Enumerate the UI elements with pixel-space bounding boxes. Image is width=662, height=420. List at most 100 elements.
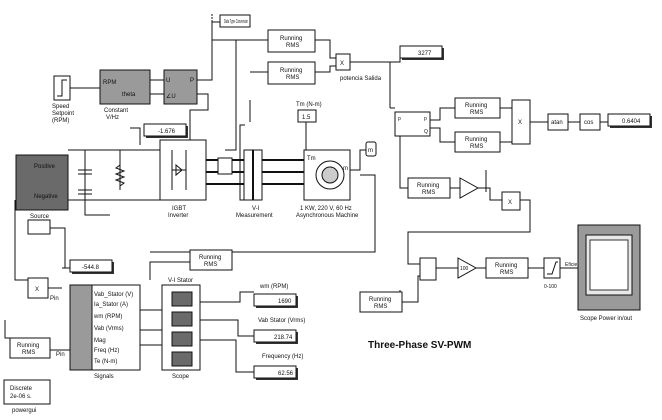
svg-text:Vab_Stator (V): Vab_Stator (V) [94,292,133,298]
gain-100-block[interactable]: 100 [457,257,478,279]
signals-block[interactable]: Vab_Stator (V) Ia_Stator (A) wm (RPM) Va… [69,284,141,380]
svg-text:100: 100 [460,266,469,272]
diagram-title: Three-Phase SV-PWM [368,340,471,351]
display-frequency: 62.56 [253,365,298,380]
data-type-conversion-block[interactable]: Data Type Conversion [211,14,251,30]
svg-text:p: p [424,116,427,122]
svpwm-generator-block[interactable]: U ∠U P [163,69,198,105]
svg-text:Q: Q [424,129,428,135]
potencia-salida-label: potencia Salida [340,76,382,82]
power-calc-block[interactable]: p p Q [394,111,431,137]
divide-block[interactable]: X [511,99,531,145]
scope-label: Scope [172,374,190,380]
dc-source-block[interactable]: Positive Negative Source [15,154,69,220]
svg-text:3277: 3277 [418,51,432,57]
cos-block[interactable]: cos [579,113,601,131]
svg-text:Te (N-m): Te (N-m) [94,359,117,365]
svg-text:X: X [518,120,522,126]
u-port: U [166,78,170,84]
powergui-label: powergui [12,408,36,414]
signal-wires [4,21,608,373]
scope-power-block[interactable]: Scope Power in/out [577,224,641,322]
vi-stator-label: V-I Stator [168,278,193,284]
m-port: m [343,166,348,172]
product-block-left[interactable]: X [27,277,49,299]
svg-text:atan: atan [551,120,563,126]
p-port: P [190,78,194,84]
svg-text:Positive: Positive [34,164,56,170]
pin-label-1: Pin [50,296,59,302]
pin-label-2: Pin [56,352,65,358]
tm-port: Tm [307,156,316,162]
data-type-label: Data Type Conversion [224,19,248,25]
m-goto-tag[interactable]: m [365,141,377,157]
svg-text:Frequency (Hz): Frequency (Hz) [262,354,303,360]
display-neg5448: -544.8 [69,259,114,274]
dc-link-components [78,164,126,195]
atan-block[interactable]: atan [547,113,569,131]
svg-text:Vab Stator (Vrms): Vab Stator (Vrms) [258,318,305,324]
svg-text:p: p [398,116,401,122]
source-label: Source [30,214,50,220]
display-vab-stator: 218.74 [253,329,298,344]
svg-text:0.6404: 0.6404 [622,119,641,125]
svg-text:m: m [368,148,373,154]
svg-text:X: X [340,61,344,67]
svg-text:1690: 1690 [278,299,292,305]
gain-block-left[interactable] [27,219,51,235]
svg-text:wm (RPM): wm (RPM) [259,284,288,290]
gain-triangle-1[interactable] [459,177,480,199]
product-block-top[interactable]: X [335,53,351,71]
svg-text:218.74: 218.74 [274,335,293,341]
tm-constant-block[interactable]: 1.5 [297,109,317,123]
svg-text:Mag: Mag [94,338,106,344]
display-neg1676: -1.676 [143,123,188,138]
display-power-factor: 0.6404 [607,113,652,128]
svg-text:Freq (Hz): Freq (Hz) [94,348,119,354]
theta-port: theta [122,92,136,98]
scope-block[interactable]: V-I Stator Scope [161,278,201,380]
divide-block-lower[interactable] [419,257,437,281]
product-block-mid[interactable]: X [501,191,521,211]
svg-text:-1.676: -1.676 [158,129,176,135]
svg-text:1.5: 1.5 [302,115,311,121]
signals-label: Signals [94,374,114,380]
saturation-block[interactable]: 0-100 [543,257,561,290]
svg-text:0-100: 0-100 [544,284,557,290]
svg-text:Negative: Negative [34,194,58,200]
svg-text:62.56: 62.56 [278,371,294,377]
gain-block-mid[interactable] [217,157,233,175]
scope-power-label: Scope Power in/out [580,316,632,322]
svg-text:X: X [508,200,512,206]
angle-u-port: ∠U [166,93,176,100]
